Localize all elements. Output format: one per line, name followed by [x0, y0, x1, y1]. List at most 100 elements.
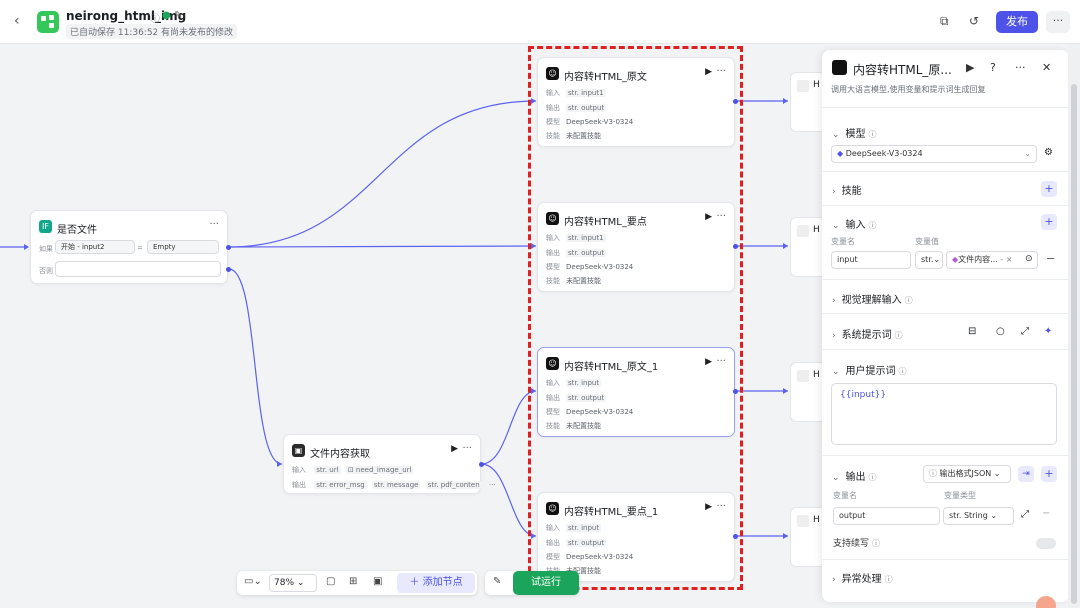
target-icon[interactable]: ⊙ [1025, 254, 1033, 264]
skill-row: 技能未配置技能 [546, 131, 601, 141]
stream-toggle[interactable] [1036, 538, 1056, 549]
run-icon[interactable]: ▶ [705, 502, 712, 512]
partial-node[interactable]: H [790, 362, 824, 422]
input-type-select[interactable]: str.⌄ [915, 251, 943, 269]
debug-icon[interactable]: ✎ [493, 576, 502, 587]
help-icon[interactable]: ? [990, 61, 996, 74]
output-type-select[interactable]: str. String ⌄ [943, 507, 1014, 525]
image-icon[interactable]: ▣ [373, 576, 383, 587]
if-cond-left[interactable]: 开始 - input2 [55, 240, 135, 254]
more-icon[interactable]: ··· [1015, 61, 1026, 74]
format-value: 输出格式JSON [939, 469, 992, 478]
info-icon[interactable]: ⓘ [150, 14, 160, 25]
remove-output-icon[interactable]: − [1042, 508, 1051, 519]
skill-value: 未配置技能 [566, 132, 601, 140]
minimap-icon[interactable]: ▭⌄ [244, 576, 262, 587]
user-prompt-editor[interactable]: {{input}} [831, 383, 1057, 445]
more-menu-button[interactable]: ··· [1046, 11, 1070, 33]
panel-title[interactable]: 内容转HTML_原... [853, 63, 952, 77]
add-output-button[interactable]: + [1041, 466, 1057, 482]
output-more-tag[interactable]: ··· [486, 481, 498, 489]
file-output-port[interactable] [479, 462, 484, 467]
import-icon[interactable]: ⇥ [1018, 466, 1034, 482]
output-port[interactable] [733, 99, 738, 104]
panel-scrollbar[interactable] [1068, 44, 1080, 608]
copy-icon[interactable]: ⧉ [940, 14, 949, 28]
file-content-node[interactable]: ▣ 文件内容获取 ▶ ··· 输入 str. url ⊡ need_image_… [283, 434, 498, 494]
output-port[interactable] [733, 389, 738, 394]
output-tag: str. output [566, 539, 607, 547]
assistant-avatar[interactable] [1036, 596, 1056, 608]
run-icon[interactable]: ▶ [705, 212, 712, 222]
section-title: 视觉理解输入 [841, 295, 902, 306]
model-value: DeepSeek-V3-0324 [566, 408, 634, 416]
node-more-icon[interactable]: ··· [716, 356, 726, 367]
model-select[interactable]: ◆ DeepSeek-V3-0324⌄ [831, 145, 1037, 163]
back-icon[interactable]: ‹ [14, 13, 20, 29]
ai-sparkle-icon[interactable]: ✦ [1044, 326, 1053, 337]
expand-icon[interactable]: ⤢ [1021, 326, 1029, 337]
output-port[interactable] [733, 534, 738, 539]
node-more-icon[interactable]: ··· [716, 501, 726, 512]
run-icon[interactable]: ▶ [705, 67, 712, 77]
history-icon[interactable]: ↺ [969, 14, 980, 28]
scrollbar-thumb[interactable] [1071, 84, 1077, 604]
run-icon[interactable]: ▶ [705, 357, 712, 367]
layout-icon[interactable]: ⊞ [349, 576, 358, 587]
node-settings-panel: 内容转HTML_原... ▶ ? ··· ✕ 调用大语言模型,使用变量和提示词生… [822, 50, 1069, 602]
add-skill-button[interactable]: + [1041, 181, 1057, 197]
partial-node[interactable]: H [790, 217, 824, 277]
output-format-select[interactable]: ⓘ 输出格式JSON ⌄ [923, 465, 1011, 483]
if-output-port[interactable] [226, 245, 231, 250]
canvas-toolbar: ▭⌄ 78% ⌄ ▢ ⊞ ▣ ＋ 添加节点 [237, 571, 477, 595]
row-label: 输入 [546, 234, 560, 242]
output-var-name-field[interactable]: output [833, 507, 940, 525]
section-header[interactable]: ›技能 [832, 186, 862, 197]
if-node[interactable]: IF 是否文件 ··· 如果 开始 - input2 = Empty 否则 [30, 210, 228, 284]
ref-clear-icon[interactable]: - × [1000, 255, 1013, 264]
row-label: 输入 [546, 89, 560, 97]
remove-input-icon[interactable]: − [1046, 252, 1056, 265]
settings-icon[interactable]: ⚙ [1044, 147, 1053, 158]
section-title: 模型 [845, 129, 866, 140]
zoom-select[interactable]: 78% ⌄ [269, 574, 317, 592]
publish-button[interactable]: 发布 [996, 11, 1038, 33]
library-icon[interactable]: ⊟ [968, 326, 977, 337]
output-port[interactable] [733, 244, 738, 249]
section-title: 异常处理 [841, 574, 882, 585]
edit-icon[interactable]: ✎ [174, 10, 183, 21]
close-icon[interactable]: ✕ [1042, 61, 1052, 74]
partial-node[interactable]: H [790, 72, 824, 132]
run-icon[interactable]: ▶ [451, 444, 458, 454]
else-output-port[interactable] [226, 267, 231, 272]
input-var-name-field[interactable]: input [831, 251, 911, 269]
node-more-icon[interactable]: ··· [462, 443, 472, 454]
llm-icon: ☺ [546, 502, 559, 515]
node-more-icon[interactable]: ··· [716, 211, 726, 222]
node-more-icon[interactable]: ··· [209, 219, 219, 230]
run-icon[interactable]: ▶ [966, 61, 975, 74]
add-input-button[interactable]: + [1041, 214, 1057, 230]
expand-icon[interactable]: ⤢ [1021, 509, 1029, 520]
input-ref-select[interactable]: ◆文件内容... - × [946, 251, 1038, 269]
partial-node[interactable]: H [790, 507, 824, 567]
node-more-icon[interactable]: ··· [716, 66, 726, 77]
if-cond-right[interactable]: Empty [147, 240, 219, 254]
test-run-button[interactable]: 试运行 [513, 571, 579, 595]
comment-icon[interactable]: ▢ [326, 576, 336, 587]
bulb-icon[interactable]: ○ [996, 326, 1005, 337]
add-node-button[interactable]: ＋ 添加节点 [397, 573, 475, 593]
stream-text: 支持续写 [833, 539, 870, 549]
